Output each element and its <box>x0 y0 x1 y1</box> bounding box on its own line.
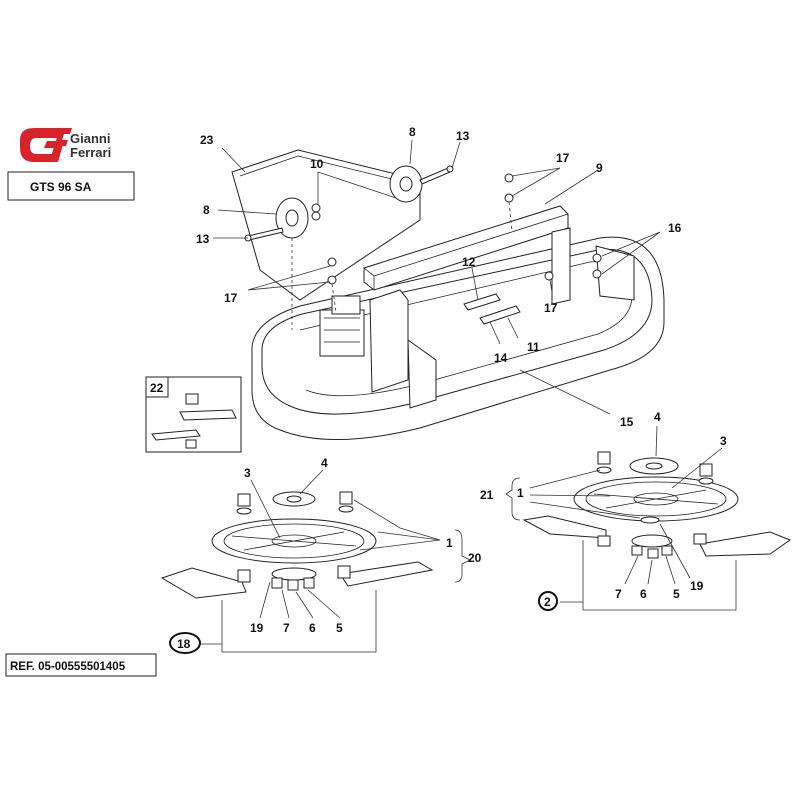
bracket-side <box>407 339 437 409</box>
nut-left-2 <box>339 491 353 505</box>
inset-blade-bottom <box>151 429 201 441</box>
nut-10-a <box>311 203 321 213</box>
label-8-left: 8 <box>203 203 210 217</box>
model-box <box>7 171 135 201</box>
wheel-bracket-right <box>595 245 635 301</box>
label-11: 11 <box>527 340 540 354</box>
inset-bolt <box>185 393 199 405</box>
label-4-left: 4 <box>321 456 328 470</box>
deck-leaders <box>213 139 661 415</box>
deck-labels: 23 8 13 10 17 9 8 13 16 12 17 17 14 11 1… <box>196 125 682 429</box>
label-4-right: 4 <box>654 410 661 424</box>
model-name: GTS 96 SA <box>30 180 92 194</box>
blade-right-a <box>522 515 607 539</box>
nut-17-a <box>504 173 514 183</box>
label-1-right: 1 <box>517 486 524 500</box>
brand-line-1: Gianni <box>70 131 110 146</box>
label-17-right: 17 <box>544 301 558 315</box>
label-3-left: 3 <box>244 466 251 480</box>
left-assembly-leaders <box>200 469 471 653</box>
label-6-left: 6 <box>309 621 316 635</box>
label-18: 18 <box>177 637 191 651</box>
nut-left-1 <box>237 493 251 507</box>
left-assembly-labels: 3 4 1 20 19 7 6 5 18 <box>169 456 482 654</box>
brand-logo: Gianni Ferrari <box>20 128 111 162</box>
callout-2 <box>538 591 558 611</box>
label-12: 12 <box>462 255 476 269</box>
label-19-left: 19 <box>250 621 264 635</box>
label-14: 14 <box>494 351 508 365</box>
label-6-right: 6 <box>640 587 647 601</box>
label-7-right: 7 <box>615 587 622 601</box>
gearbox-left <box>319 309 365 357</box>
bolt-13-right <box>419 167 451 185</box>
label-7-left: 7 <box>283 621 290 635</box>
label-19-right: 19 <box>690 579 704 593</box>
label-8-top: 8 <box>409 125 416 139</box>
logo-mark-f <box>50 128 72 160</box>
label-3-right: 3 <box>720 434 727 448</box>
blade-right-b <box>699 531 792 557</box>
nut-17-b <box>327 257 337 267</box>
nut-17-c <box>544 271 554 281</box>
label-13-left: 13 <box>196 232 210 246</box>
blade-left-b <box>339 561 434 587</box>
right-assembly-leaders <box>505 425 737 611</box>
label-22: 22 <box>150 381 164 395</box>
nut-right-2 <box>699 463 713 477</box>
label-23: 23 <box>200 133 214 147</box>
label-15: 15 <box>620 415 634 429</box>
blade-assembly-right <box>522 451 792 559</box>
label-17-top: 17 <box>556 151 570 165</box>
label-10: 10 <box>310 157 324 171</box>
label-13-top: 13 <box>456 129 470 143</box>
inset-blade-top <box>179 409 237 421</box>
mower-deck-assembly <box>231 149 665 441</box>
label-5-right: 5 <box>673 587 680 601</box>
hub-right <box>631 534 673 548</box>
right-assembly-labels: 4 3 21 1 19 7 6 5 2 <box>480 410 727 611</box>
callout-18 <box>169 632 201 654</box>
linkage-14 <box>479 305 521 325</box>
reference-code: REF. 05-00555501405 <box>10 661 126 673</box>
brand-line-2: Ferrari <box>70 145 111 160</box>
reference-box <box>5 653 157 677</box>
label-9: 9 <box>596 161 603 175</box>
blade-left-a <box>160 567 247 599</box>
washer-right <box>640 516 660 524</box>
nut-16-a <box>592 253 602 263</box>
label-20: 20 <box>468 551 482 565</box>
rear-guard-plate <box>231 149 421 301</box>
label-5-left: 5 <box>336 621 343 635</box>
label-2: 2 <box>544 595 551 609</box>
nut-right-1 <box>597 451 611 465</box>
blade-assembly-left <box>160 491 434 599</box>
label-21: 21 <box>480 488 494 502</box>
bracket-front <box>369 289 409 393</box>
label-17-left: 17 <box>224 291 238 305</box>
bracket-right <box>551 227 571 305</box>
label-16: 16 <box>668 221 682 235</box>
inset-22: 22 <box>145 376 242 453</box>
label-1-left: 1 <box>446 536 453 550</box>
linkage-12 <box>463 293 501 311</box>
